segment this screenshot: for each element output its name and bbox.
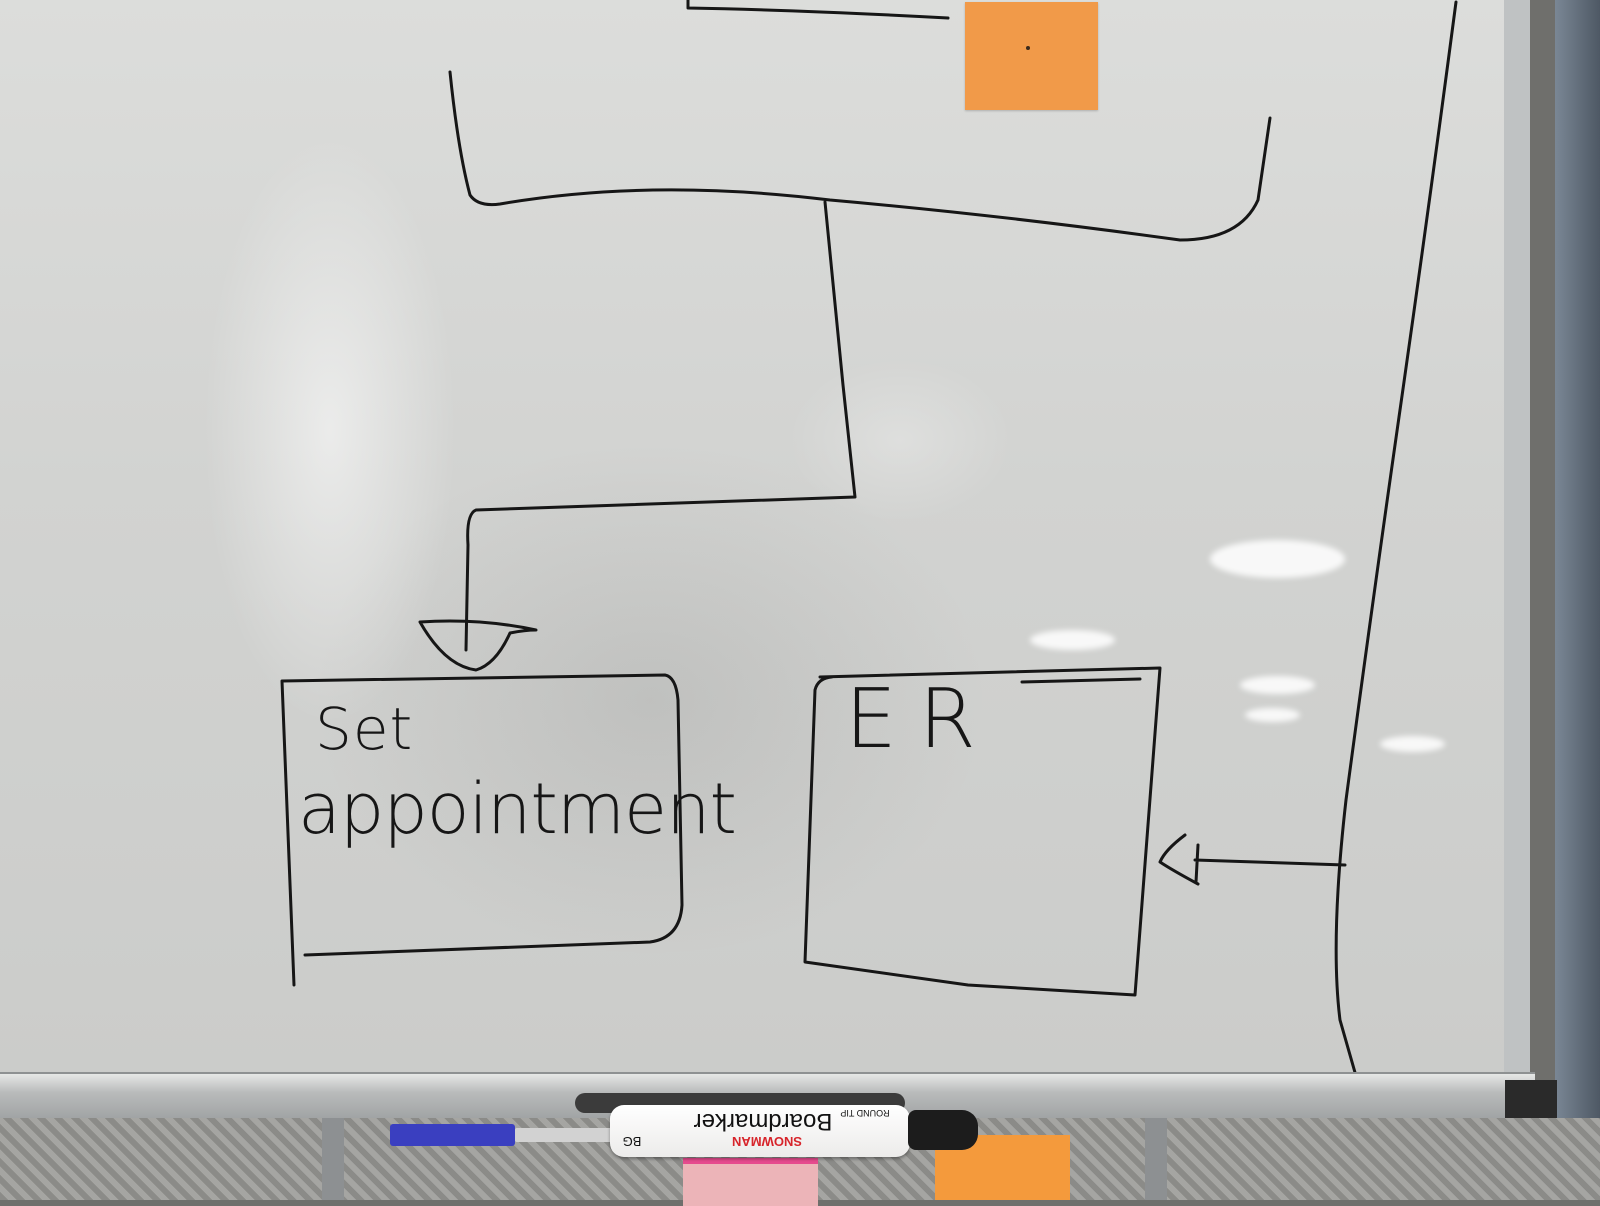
sticky-note-mark	[1026, 46, 1030, 50]
sticky-note[interactable]	[965, 2, 1098, 110]
marker-code: BG	[622, 1134, 642, 1149]
stand-leg	[322, 1118, 344, 1200]
marker-tip-text: ROUND TIP	[840, 1108, 890, 1118]
bracket-line	[448, 70, 1272, 242]
marker-brand: SNOWMAN	[731, 1134, 803, 1149]
set-appointment-box	[280, 673, 684, 987]
whiteboard-surface	[0, 0, 1530, 1075]
stand-leg	[1145, 1118, 1167, 1200]
top-box-edge	[686, 0, 950, 20]
light-reflection	[1240, 676, 1315, 694]
light-reflection	[1030, 630, 1115, 650]
set-label: Set	[315, 695, 414, 763]
right-vertical-line	[1334, 0, 1458, 1092]
window-edge	[1555, 0, 1600, 1200]
light-reflection	[1210, 540, 1345, 578]
appointment-label: appointment	[298, 768, 737, 850]
light-reflection	[1245, 708, 1300, 722]
arrow-to-er	[1158, 833, 1347, 886]
connector-line	[464, 200, 857, 652]
er-box	[803, 666, 1162, 997]
blue-pen[interactable]	[390, 1124, 515, 1146]
light-reflection	[1380, 736, 1445, 752]
whiteboard-marker[interactable]: Boardmarker SNOWMAN BG ROUND TIP	[610, 1105, 910, 1157]
blue-pen-body	[515, 1128, 615, 1142]
er-label: ER	[845, 672, 998, 767]
sticky-note-pad-pink[interactable]	[683, 1158, 818, 1206]
arrowhead-down	[418, 619, 538, 672]
marker-cap[interactable]	[908, 1110, 978, 1150]
